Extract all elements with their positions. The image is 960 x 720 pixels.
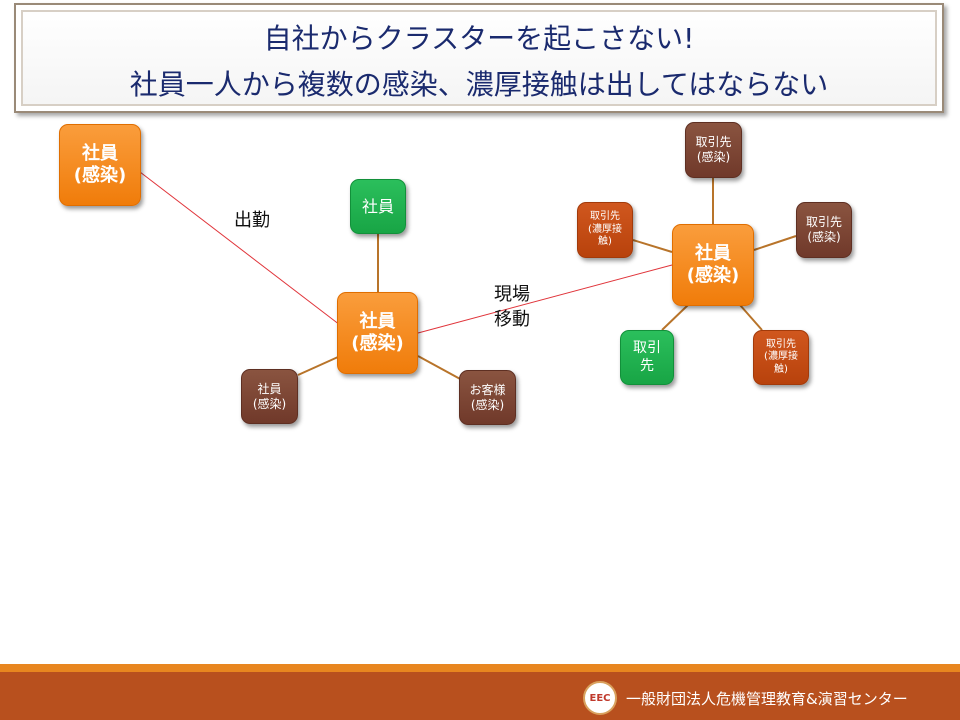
eec-logo-icon: EEC bbox=[583, 681, 617, 715]
node-label: 取引先 bbox=[766, 338, 796, 350]
node-customer-infected: お客様 (感染) bbox=[459, 370, 516, 425]
node-center-employee-infected: 社員 (感染) bbox=[337, 292, 418, 374]
spoke-right-bl bbox=[661, 304, 689, 331]
label-commute: 出勤 bbox=[234, 210, 270, 231]
node-label: 取引先 bbox=[805, 215, 842, 229]
node-label: (感染) bbox=[252, 396, 287, 411]
node-label: 社員 bbox=[695, 242, 731, 264]
title-line-1: 自社からクラスターを起こさない! bbox=[263, 22, 695, 55]
node-label: 先 bbox=[640, 357, 654, 374]
node-label: 取引先 bbox=[695, 135, 732, 149]
footer-bar bbox=[0, 664, 960, 720]
label-site-move: 現場 移動 bbox=[494, 282, 530, 332]
node-center-left-employee-infected: 社員 (感染) bbox=[241, 369, 298, 424]
node-label: 取引先 bbox=[590, 211, 620, 223]
node-label: (濃厚接 bbox=[764, 351, 798, 363]
node-partner-bottom-right-close-contact: 取引先 (濃厚接 触) bbox=[753, 330, 809, 385]
node-partner-left-close-contact: 取引先 (濃厚接 触) bbox=[577, 202, 633, 258]
node-label: お客様 bbox=[469, 382, 506, 397]
footer-accent-strip bbox=[0, 664, 960, 672]
node-partner-right-infected: 取引先 (感染) bbox=[796, 202, 852, 258]
commute-line bbox=[139, 171, 341, 326]
node-label: (感染) bbox=[696, 150, 731, 164]
node-label: 社員 bbox=[257, 381, 282, 396]
spoke-right-left bbox=[632, 239, 673, 253]
spoke-right-br bbox=[739, 304, 763, 331]
node-label: (濃厚接 bbox=[588, 223, 622, 235]
node-label: (感染) bbox=[470, 397, 505, 412]
node-label: 社員 bbox=[82, 142, 118, 164]
node-label: (感染) bbox=[351, 333, 404, 354]
node-left-employee-infected: 社員 (感染) bbox=[59, 124, 141, 206]
node-label: 触) bbox=[598, 236, 612, 248]
node-label: (感染) bbox=[807, 230, 841, 244]
node-label: (感染) bbox=[686, 265, 740, 286]
node-right-employee-infected: 社員 (感染) bbox=[672, 224, 754, 306]
spoke-center-right bbox=[417, 355, 463, 381]
footer-org-name: 一般財団法人危機管理教育&演習センター bbox=[626, 690, 908, 708]
spoke-center-left bbox=[297, 356, 339, 376]
label-site-move-line-2: 移動 bbox=[494, 309, 530, 330]
label-site-move-line-1: 現場 bbox=[494, 284, 530, 305]
title-box: 自社からクラスターを起こさない! 社員一人から複数の感染、濃厚接触は出してはなら… bbox=[14, 3, 944, 113]
node-label: 社員 bbox=[361, 196, 394, 216]
node-label: 取引 bbox=[633, 340, 661, 356]
node-label: (感染) bbox=[73, 165, 127, 186]
spoke-right-right bbox=[753, 235, 797, 251]
title-line-2: 社員一人から複数の感染、濃厚接触は出してはならない bbox=[129, 68, 829, 101]
node-label: 触) bbox=[774, 363, 788, 375]
node-partner-bottom-left: 取引 先 bbox=[620, 330, 674, 385]
site-move-line bbox=[417, 264, 673, 334]
node-partner-top-infected: 取引先 (感染) bbox=[685, 122, 742, 178]
node-label: 社員 bbox=[359, 310, 396, 332]
node-center-employee: 社員 bbox=[350, 179, 406, 234]
